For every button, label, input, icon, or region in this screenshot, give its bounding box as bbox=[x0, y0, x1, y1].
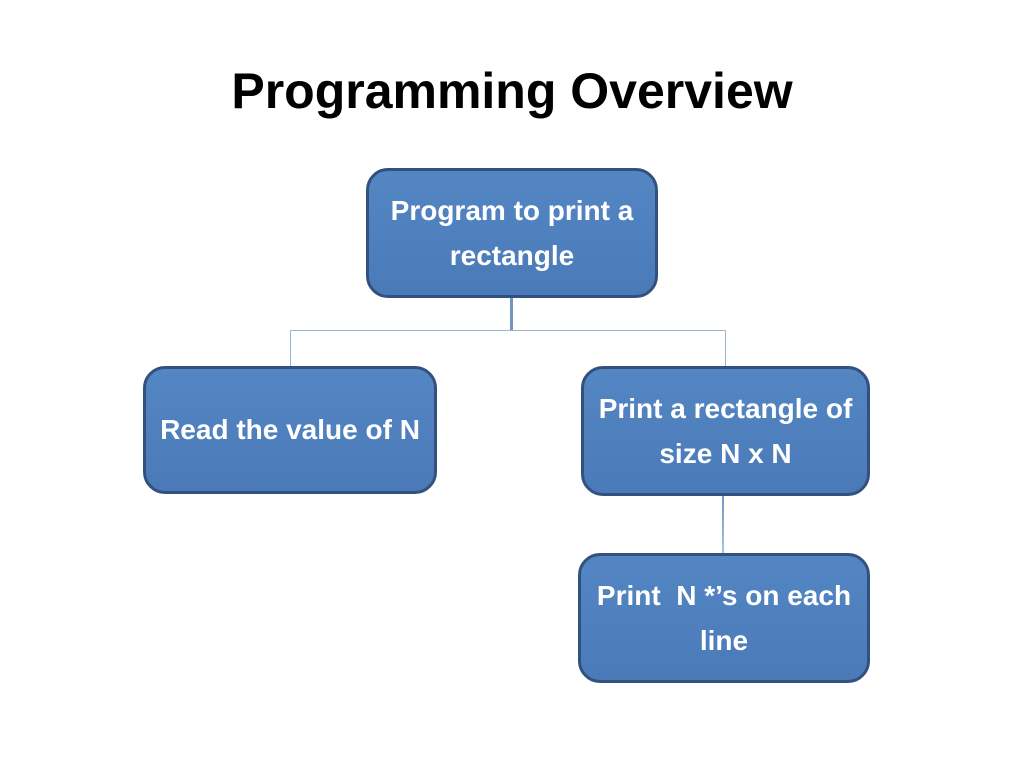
connector-rectangle-to-stars-node bbox=[722, 495, 724, 553]
node-label: Program to print a rectangle bbox=[390, 194, 634, 271]
node-label: Read the value of N bbox=[160, 414, 420, 446]
node-read-value-of-n: Read the value of N bbox=[143, 366, 437, 494]
connector-horizontal-branch bbox=[290, 330, 726, 331]
connector-drop-to-read-node bbox=[290, 330, 291, 366]
connector-drop-to-rectangle-node bbox=[725, 330, 726, 366]
node-print-rectangle-size-nxn: Print a rectangle of size N x N bbox=[581, 366, 870, 496]
connector-root-stub bbox=[510, 297, 513, 331]
node-label: Print a rectangle of size N x N bbox=[598, 392, 853, 469]
node-program-to-print-rectangle: Program to print a rectangle bbox=[366, 168, 658, 298]
slide-title: Programming Overview bbox=[231, 63, 793, 119]
node-print-n-stars-each-line: Print N *’s on each line bbox=[578, 553, 870, 683]
node-label: Print N *’s on each line bbox=[596, 579, 852, 656]
